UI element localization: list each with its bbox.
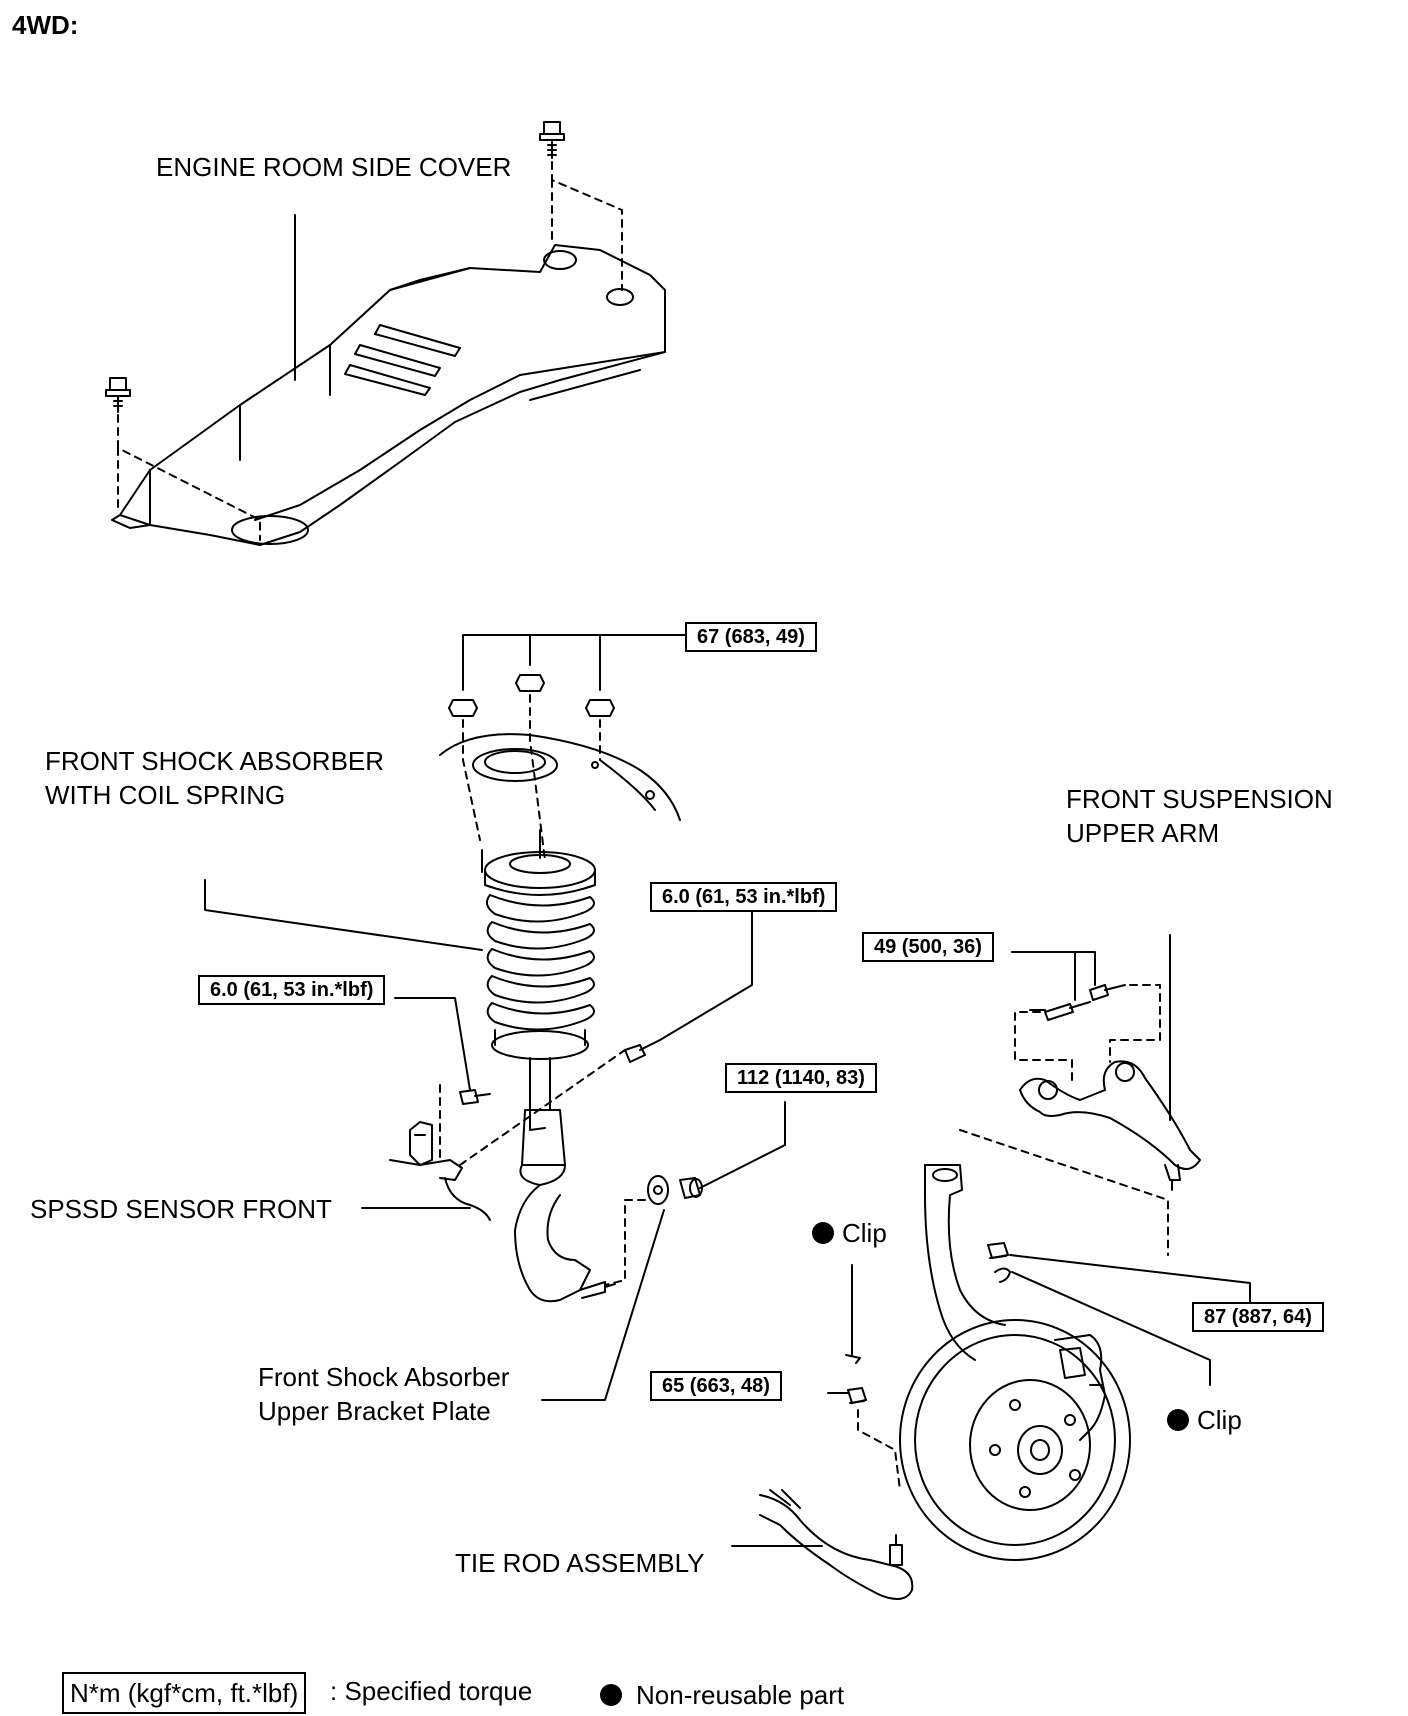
tie-rod-guide (857, 1409, 901, 1491)
clip-right-text: Clip (1197, 1405, 1242, 1435)
lower-nut-icon (679, 1177, 703, 1199)
legend-torque-text: : Specified torque (330, 1676, 533, 1706)
front-suspension-upper-arm (1019, 1060, 1201, 1191)
sensor-guides (439, 1049, 626, 1166)
upper-arm-label-line2: UPPER ARM (1066, 818, 1220, 848)
shock-leader-line (204, 879, 483, 951)
non-reusable-dot-icon (812, 1222, 834, 1244)
brake-disc (899, 1319, 1131, 1561)
bracket-plate-label-line2: Upper Bracket Plate (258, 1396, 491, 1426)
cover-bolt-top-icon (539, 121, 565, 159)
engine-room-side-cover-label: ENGINE ROOM SIDE COVER (156, 152, 512, 182)
page-title: 4WD: (12, 10, 79, 40)
cover-bolt-guides (117, 161, 623, 541)
tie-rod-label: TIE ROD ASSEMBLY (455, 1548, 705, 1578)
torque-tie-rod-nut: 65 (663, 48) (650, 1371, 782, 1401)
legend-nonreusable: Non-reusable part (600, 1678, 844, 1712)
sensor-bolt-icon (459, 1089, 491, 1105)
non-reusable-dot-icon (1167, 1409, 1189, 1431)
legend-torque-unit: N*m (kgf*cm, ft.*lbf) (62, 1672, 307, 1714)
cover-bolt-left-icon (105, 377, 131, 413)
arm-nut-leader (1009, 1254, 1251, 1306)
arm-nut-icon (987, 1242, 1009, 1259)
clip-upper-icon (845, 1264, 861, 1364)
upper-arm-bolt-icons (1029, 984, 1126, 1021)
torque-bracket-bolt: 6.0 (61, 53 in.*lbf) (650, 882, 838, 912)
non-reusable-dot-icon (600, 1684, 622, 1706)
bracket-plate-icon (647, 1175, 669, 1205)
sensor-bolt-leader (394, 997, 471, 1091)
engine-room-side-cover (111, 244, 666, 546)
top-nut-icons (448, 674, 615, 717)
torque-lower-bolt: 112 (1140, 83) (725, 1063, 877, 1093)
tie-rod-assembly (759, 1489, 914, 1600)
torque-upper-arm-bolts: 49 (500, 36) (862, 932, 994, 962)
upper-arm-label-line1: FRONT SUSPENSION (1066, 784, 1333, 814)
top-nut-guides (462, 694, 601, 861)
tie-rod-nut-icon (847, 1387, 867, 1404)
front-shock-absorber (481, 829, 616, 1303)
clip-right-icon (994, 1267, 1011, 1283)
speed-sensor-front (389, 1121, 491, 1221)
steering-knuckle (924, 1164, 1006, 1361)
lower-bolt-leader (699, 1101, 786, 1189)
top-nut-bracket-line (462, 634, 686, 691)
torque-sensor-bolt: 6.0 (61, 53 in.*lbf) (198, 975, 386, 1005)
shock-bolt-leader (659, 901, 753, 1041)
body-mount-outline (439, 733, 681, 821)
clip-right-leader (1011, 1271, 1211, 1386)
legend-nonreusable-text: Non-reusable part (636, 1680, 845, 1710)
bracket-guide (604, 1199, 646, 1286)
shock-bracket-bolt-icon (624, 1039, 661, 1063)
torque-top-nuts: 67 (683, 49) (685, 622, 817, 652)
bracket-plate-leader (541, 1209, 665, 1401)
bracket-plate-label-line1: Front Shock Absorber (258, 1362, 510, 1392)
clip-upper-text: Clip (842, 1218, 887, 1248)
shock-absorber-label-line1: FRONT SHOCK ABSORBER (45, 746, 385, 776)
clip-upper-label: Clip (812, 1216, 887, 1250)
upper-arm-bolt-leader (1011, 951, 1096, 1001)
upper-arm-guides (959, 984, 1169, 1256)
speed-sensor-label: SPSSD SENSOR FRONT (30, 1194, 332, 1224)
torque-arm-nut: 87 (887, 64) (1192, 1302, 1324, 1332)
clip-right-label: Clip (1167, 1403, 1242, 1437)
shock-absorber-label-line2: WITH COIL SPRING (45, 780, 286, 810)
